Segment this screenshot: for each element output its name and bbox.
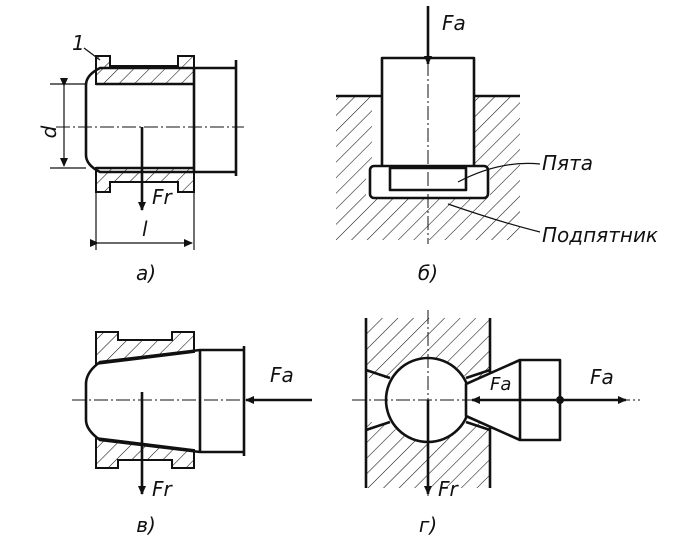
radial-force-label-g: Fr xyxy=(438,477,460,501)
part-number-label: 1 xyxy=(72,31,85,55)
caption-v: в) xyxy=(136,513,156,537)
axial-force-label-g-left: Fa xyxy=(490,374,511,395)
bush-bottom-a xyxy=(95,167,195,193)
force-label-b: Fa xyxy=(442,11,466,35)
conical-bush-bottom xyxy=(95,436,195,469)
diameter-label: d xyxy=(37,125,61,138)
caption-a: а) xyxy=(136,261,156,285)
heel-label: Пята xyxy=(542,151,593,175)
conical-shaft xyxy=(84,348,244,454)
shaft-a xyxy=(84,66,236,174)
radial-force-label-v: Fr xyxy=(152,477,174,501)
panel-b: Fa Пята Подпятник б) xyxy=(336,6,658,285)
panel-v: Fa Fr в) xyxy=(72,331,312,537)
axial-force-label-v: Fa xyxy=(270,363,294,387)
panel-a: d 1 l Fr а) xyxy=(37,31,244,285)
axial-force-label-g-right: Fa xyxy=(590,365,614,389)
length-label: l xyxy=(142,217,148,241)
caption-g: г) xyxy=(419,513,437,537)
conical-bush-top xyxy=(95,331,195,366)
housing-g xyxy=(366,318,490,378)
panel-g: Fa Fa Fr г) xyxy=(352,310,640,537)
force-label-a: Fr xyxy=(152,185,174,209)
thrust-bearing-label: Подпятник xyxy=(542,223,658,247)
bush-top-a xyxy=(95,55,195,85)
caption-b: б) xyxy=(418,261,438,285)
